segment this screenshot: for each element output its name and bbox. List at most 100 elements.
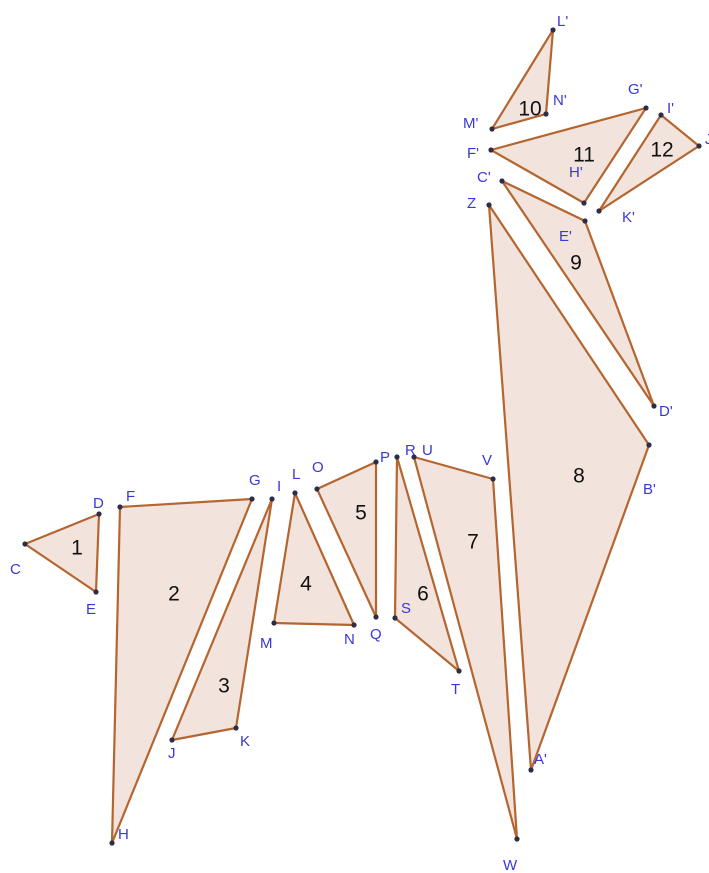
point-label-c-prime: C' xyxy=(477,169,491,186)
vertex-z xyxy=(486,202,492,208)
shape-number-5: 5 xyxy=(355,502,367,525)
vertex-w xyxy=(514,836,520,842)
triangle-2 xyxy=(110,497,254,845)
vertex-m-prime xyxy=(489,126,495,132)
triangle-1 xyxy=(23,512,101,594)
vertex-j xyxy=(169,737,175,743)
triangle-10 xyxy=(490,28,555,131)
point-label-h-prime: H' xyxy=(569,164,583,181)
vertex-k xyxy=(233,725,239,731)
point-label-b-prime: B' xyxy=(643,481,656,498)
vertex-t xyxy=(456,668,462,674)
point-label-e: E xyxy=(86,601,96,618)
triangle-11 xyxy=(489,106,648,205)
vertex-f-prime xyxy=(488,147,494,153)
shape-number-4: 4 xyxy=(300,573,312,596)
point-label-r: R xyxy=(405,442,416,459)
point-label-m: M xyxy=(260,635,273,652)
triangle-6 xyxy=(393,455,461,673)
point-label-f: F xyxy=(126,488,135,505)
point-label-a-prime: A' xyxy=(534,751,547,768)
vertex-e-prime xyxy=(582,218,588,224)
vertex-g-prime xyxy=(643,105,649,111)
vertex-d-prime xyxy=(651,403,657,409)
point-label-m-prime: M' xyxy=(463,115,478,132)
vertex-l xyxy=(292,490,298,496)
vertex-o xyxy=(314,486,320,492)
shape-number-8: 8 xyxy=(573,465,585,488)
shape-number-3: 3 xyxy=(218,675,230,698)
vertex-r xyxy=(394,454,400,460)
point-label-g: G xyxy=(249,472,261,489)
triangle-9 xyxy=(500,179,656,408)
vertex-u xyxy=(411,454,417,460)
vertex-h xyxy=(109,840,115,846)
point-label-k: K xyxy=(240,733,250,750)
point-label-l-prime: L' xyxy=(557,13,568,30)
shape-number-2: 2 xyxy=(168,583,180,606)
vertex-p xyxy=(373,459,379,465)
triangle-4 xyxy=(272,491,356,627)
point-label-j-prime: J' xyxy=(705,131,709,148)
shape-number-12: 12 xyxy=(650,139,673,162)
vertex-c xyxy=(22,541,28,547)
point-label-d: D xyxy=(93,495,104,512)
vertex-h-prime xyxy=(581,200,587,206)
vertex-b-prime xyxy=(646,442,652,448)
vertex-d xyxy=(96,511,102,517)
triangle-7 xyxy=(412,455,519,841)
point-label-p: P xyxy=(380,449,390,466)
point-label-h: H xyxy=(118,826,129,843)
point-label-f-prime: F' xyxy=(467,145,479,162)
vertex-j-prime xyxy=(696,143,702,149)
point-label-s: S xyxy=(401,600,411,617)
point-label-n-prime: N' xyxy=(553,92,567,109)
point-label-q: Q xyxy=(370,626,382,643)
shape-number-7: 7 xyxy=(467,531,479,554)
shape-number-6: 6 xyxy=(417,583,429,606)
point-label-o: O xyxy=(312,459,324,476)
point-label-w: W xyxy=(503,857,518,873)
shapes-layer xyxy=(23,28,701,845)
vertex-k-prime xyxy=(596,208,602,214)
vertex-q xyxy=(373,614,379,620)
point-label-j: J xyxy=(168,745,176,762)
vertex-c-prime xyxy=(499,178,505,184)
triangle-5 xyxy=(315,460,378,619)
shape-number-10: 10 xyxy=(518,98,541,121)
vertex-e xyxy=(93,589,99,595)
point-label-n: N xyxy=(344,631,355,648)
point-label-u: U xyxy=(422,442,433,459)
shape-number-1: 1 xyxy=(71,537,83,560)
point-label-e-prime: E' xyxy=(559,228,572,245)
vertex-v xyxy=(490,476,496,482)
point-label-i: I xyxy=(277,478,281,495)
vertex-n-prime xyxy=(543,111,549,117)
vertex-g xyxy=(249,496,255,502)
vertex-m xyxy=(271,620,277,626)
triangle-3 xyxy=(170,497,274,742)
vertex-i-prime xyxy=(658,112,664,118)
triangle-12 xyxy=(597,113,701,213)
vertex-s xyxy=(392,615,398,621)
vertex-n xyxy=(351,622,357,628)
shape-number-9: 9 xyxy=(570,252,582,275)
point-label-g-prime: G' xyxy=(628,81,643,98)
point-label-z: Z xyxy=(467,195,476,212)
point-label-t: T xyxy=(451,681,460,698)
point-label-l: L xyxy=(292,466,300,483)
triangle-8 xyxy=(487,203,651,772)
point-label-v: V xyxy=(482,452,492,469)
point-label-i-prime: I' xyxy=(667,100,674,117)
vertices-layer xyxy=(22,27,702,846)
shape-number-11: 11 xyxy=(573,144,595,167)
point-label-c: C xyxy=(10,561,21,578)
point-label-k-prime: K' xyxy=(622,209,635,226)
vertex-l-prime xyxy=(550,27,556,33)
vertex-a-prime xyxy=(528,767,534,773)
vertex-f xyxy=(117,504,123,510)
vertex-i xyxy=(269,496,275,502)
